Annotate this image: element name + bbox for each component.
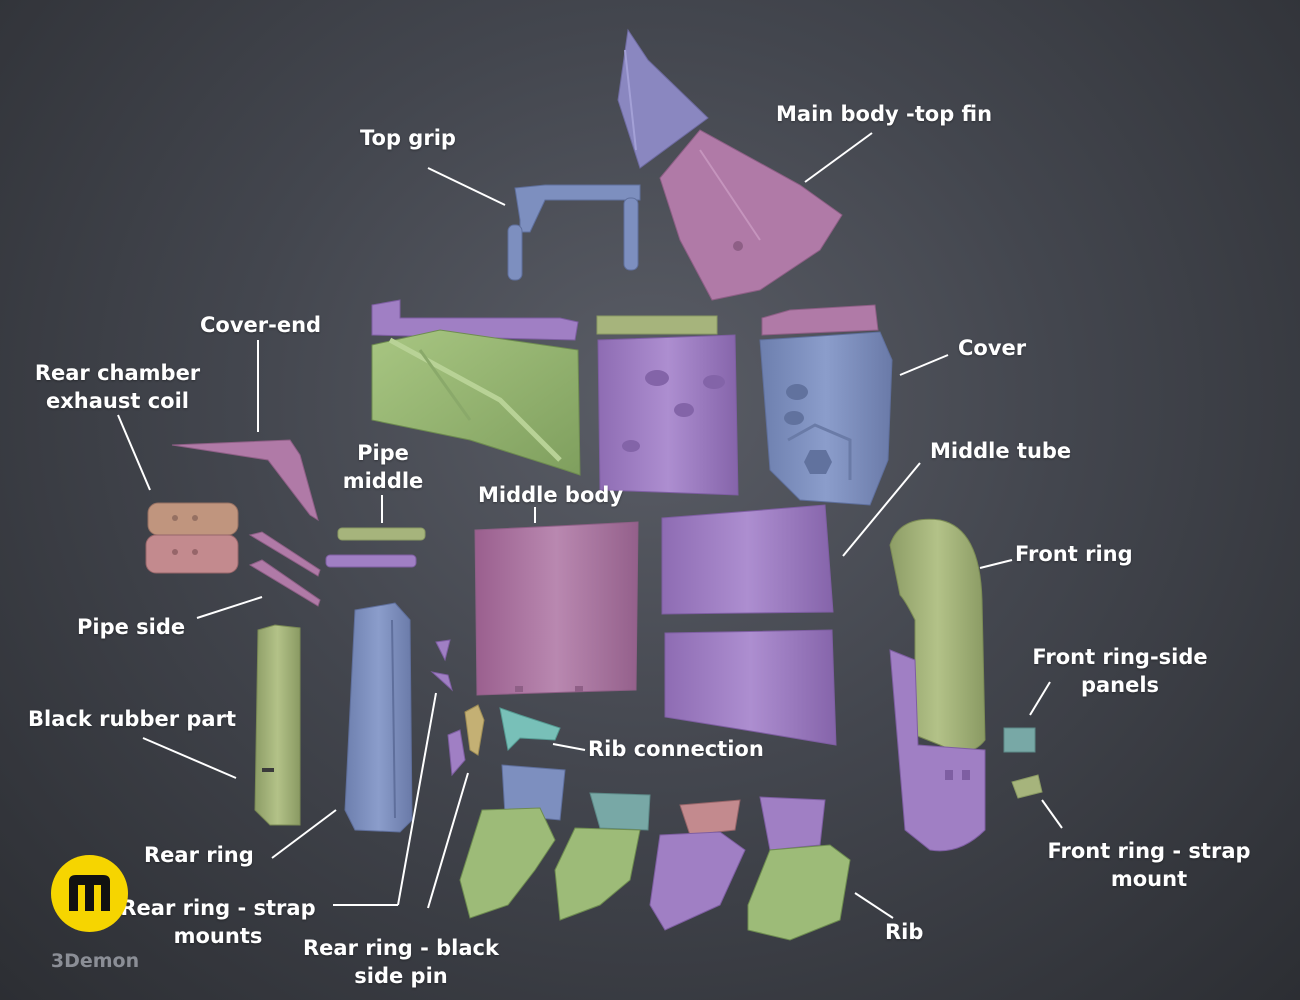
center-cover-part xyxy=(596,315,739,496)
label-middle-tube: Middle tube xyxy=(930,439,1072,463)
label-cover-end: Cover-end xyxy=(200,313,322,337)
rear-chamber-part xyxy=(145,439,319,574)
label-front-ring-side-line2: panels xyxy=(1080,673,1160,697)
label-rear-ring-pin-line1: Rear ring - black xyxy=(303,936,499,960)
label-rear-chamber-line1: Rear chamber xyxy=(34,361,201,385)
label-cover: Cover xyxy=(958,336,1027,360)
pipe-side-part xyxy=(248,531,321,607)
label-front-ring-strap-mount: Front ring - strap mount xyxy=(1040,837,1258,893)
rib-connection-part xyxy=(499,707,561,752)
label-rear-ring-strap-line1: Rear ring - strap xyxy=(120,896,316,920)
main-body-part xyxy=(659,129,843,301)
label-front-ring-side-panels: Front ring-side panels xyxy=(1025,643,1215,699)
rib-parts xyxy=(459,764,851,941)
label-rear-ring-pin-line2: side pin xyxy=(354,964,448,988)
front-ring-strap-mount-part xyxy=(1011,774,1043,799)
label-main-body-top-fin: Main body -top fin xyxy=(776,102,993,126)
cover-end-part xyxy=(371,299,581,476)
label-rib-connection: Rib connection xyxy=(588,737,764,761)
front-ring-part xyxy=(889,518,986,852)
middle-tube-part xyxy=(661,504,837,746)
logo-badge-icon xyxy=(51,855,128,932)
rear-ring-strap-mounts-part xyxy=(430,639,453,692)
label-pipe-middle: Pipe middle xyxy=(335,439,431,495)
front-ring-side-panels-part xyxy=(1003,727,1036,753)
label-rear-chamber-exhaust-coil: Rear chamber exhaust coil xyxy=(30,359,205,415)
label-rear-ring: Rear ring xyxy=(144,843,254,867)
label-rear-ring-black-side-pin: Rear ring - black side pin xyxy=(300,934,502,990)
label-front-ring-strap-line2: mount xyxy=(1110,867,1188,891)
top-grip-part xyxy=(507,184,641,281)
logo-text: 3Demon xyxy=(50,950,140,972)
pipe-middle-part xyxy=(325,527,426,568)
logo-m-glyph-icon xyxy=(69,875,110,911)
label-pipe-middle-line1: Pipe xyxy=(357,441,409,465)
label-rib: Rib xyxy=(885,920,924,944)
leader-lines xyxy=(117,132,1063,919)
label-front-ring-strap-line1: Front ring - strap xyxy=(1047,839,1251,863)
label-rear-ring-strap-mounts: Rear ring - strap mounts xyxy=(112,894,324,950)
middle-body-part xyxy=(474,521,639,696)
label-rear-ring-strap-line2: mounts xyxy=(173,924,263,948)
label-top-grip: Top grip xyxy=(360,126,456,150)
label-pipe-middle-line2: middle xyxy=(342,469,424,493)
cover-part xyxy=(759,304,893,506)
label-middle-body: Middle body xyxy=(478,483,624,507)
label-front-ring: Front ring xyxy=(1015,542,1133,566)
rear-ring-part xyxy=(344,602,413,833)
label-black-rubber-part: Black rubber part xyxy=(28,707,236,731)
label-pipe-side: Pipe side xyxy=(77,615,186,639)
rear-ring-side-pin-part xyxy=(447,704,485,777)
black-rubber-part xyxy=(254,624,301,826)
label-front-ring-side-line1: Front ring-side xyxy=(1032,645,1208,669)
top-fin-part xyxy=(617,28,709,169)
label-rear-chamber-line2: exhaust coil xyxy=(46,389,189,413)
